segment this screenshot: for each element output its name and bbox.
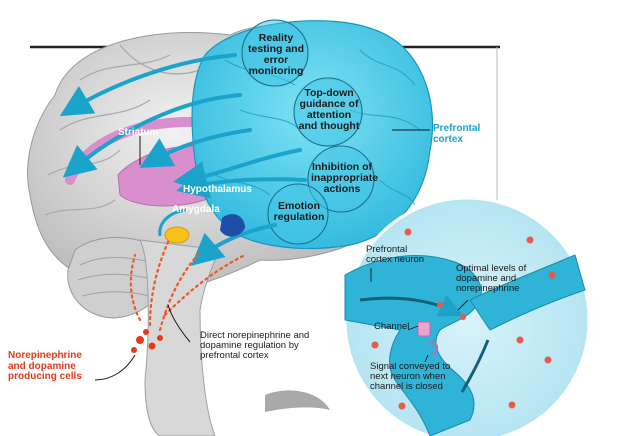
label-prefrontal-cortex: Prefrontal cortex bbox=[433, 123, 481, 145]
producing-cells bbox=[131, 329, 163, 353]
callout-lines bbox=[94, 129, 430, 381]
circle-emotion bbox=[267, 183, 329, 245]
inset-callout-lines bbox=[370, 268, 469, 363]
inset-signal-label: Signal conveyed to next neuron when chan… bbox=[370, 361, 451, 392]
label-emotion: Emotion regulation bbox=[273, 200, 325, 224]
inset-neuron-label: Prefrontal cortex neuron bbox=[366, 244, 425, 265]
callout-producing-cells: Norepinephrine and dopamine producing ce… bbox=[8, 350, 82, 382]
channel-icon bbox=[417, 321, 431, 337]
lower-fold bbox=[265, 390, 330, 412]
label-reality-testing: Reality testing and error monitoring bbox=[248, 32, 305, 78]
callout-direct-regulation: Direct norepinephrine and dopamine regul… bbox=[200, 330, 310, 361]
label-striatum: Striatum bbox=[118, 127, 159, 138]
neurotransmitter-dots bbox=[371, 228, 556, 410]
label-inhibition: Inhibition of inappropriate actions bbox=[311, 161, 379, 196]
function-circles bbox=[241, 19, 375, 245]
pathway-arrows bbox=[59, 53, 307, 266]
inset-neuron bbox=[344, 254, 586, 436]
hypothalamus bbox=[220, 214, 245, 237]
red-projections bbox=[129, 236, 247, 332]
inset-channel-label: Channel bbox=[374, 321, 410, 332]
amygdala-arrow bbox=[158, 208, 187, 237]
circle-top-down bbox=[293, 77, 363, 147]
brain-gyri bbox=[44, 44, 201, 216]
label-top-down: Top-down guidance of attention and thoug… bbox=[298, 87, 360, 133]
label-amygdala: Amygdala bbox=[172, 204, 220, 215]
circle-reality-testing bbox=[241, 19, 309, 87]
inset-optimal-levels-label: Optimal levels of dopamine and norepinep… bbox=[456, 263, 527, 294]
brainstem bbox=[139, 239, 221, 436]
circle-inhibition bbox=[307, 145, 375, 213]
amygdala bbox=[164, 226, 190, 244]
label-hypothalamus: Hypothalamus bbox=[183, 184, 252, 195]
